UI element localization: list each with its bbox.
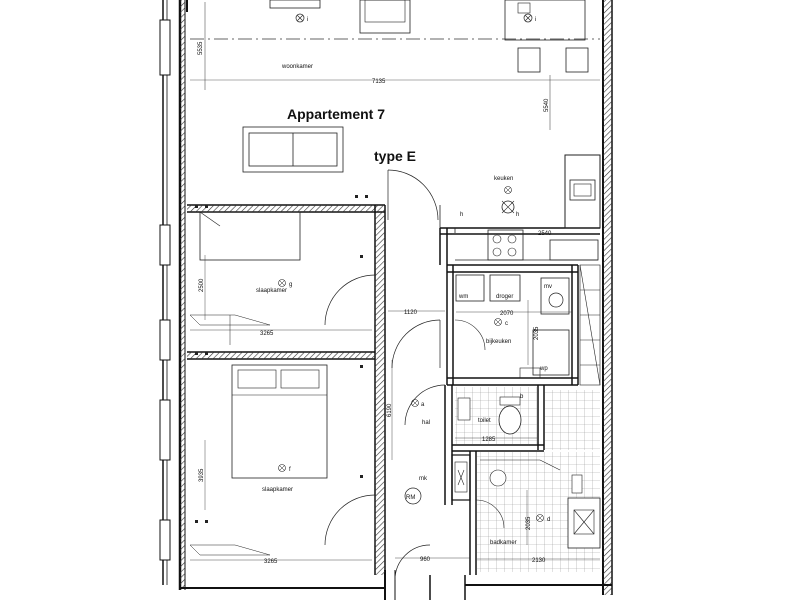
dimension-label: 1285 [482, 437, 496, 443]
fixture-code: a [421, 402, 425, 408]
light-fixture-icon [494, 318, 502, 326]
room-label-slaapkamer: slaapkamer [262, 487, 293, 493]
toilet-icon [498, 405, 522, 435]
dimension-label: 2070 [500, 311, 514, 317]
room-label-slaapkamer: slaapkamer [256, 288, 287, 294]
hal: 1120 6190 a hal RM mk 960 [387, 169, 470, 581]
meterkast [454, 461, 468, 493]
facade-right [186, 0, 613, 595]
mk-label: mk [419, 476, 428, 482]
fixture-code: h [516, 212, 519, 218]
slaapkamer-2: f slaapkamer 3935 3265 [189, 364, 376, 565]
dimension-label: 960 [420, 557, 431, 563]
dimension-label: 5540 [544, 98, 550, 112]
toilet-label: toilet [478, 418, 491, 424]
dimension-label: 2035 [534, 326, 540, 340]
page-title: Appartement 7 [287, 106, 385, 122]
room-label-hal: hal [422, 420, 430, 426]
dimension-label: 2130 [532, 558, 546, 564]
dimension-label: 2540 [538, 231, 552, 237]
dimension-label: 3265 [264, 559, 278, 565]
badkamer: d 2035 badkamer 2130 [475, 390, 601, 572]
fixture-code: c [505, 321, 508, 327]
light-fixture-icon [504, 186, 512, 194]
room-label-bijkeuken: bijkeuken [486, 339, 511, 345]
dimension-label: 2500 [199, 278, 205, 292]
fixture-code: i [535, 17, 536, 23]
wp-label: wp [539, 366, 548, 372]
room-label-keuken: keuken [494, 176, 513, 182]
fixture-code: f [289, 467, 291, 473]
fixture-code: g [289, 282, 292, 288]
wm-label: wm [458, 294, 468, 300]
wall-bottom [180, 570, 612, 600]
fixture-code: i [307, 17, 308, 23]
fixture-code: h [460, 212, 463, 218]
storage-cabinets [579, 264, 601, 386]
light-fixture-icon [295, 13, 305, 23]
washing-machine [455, 274, 485, 302]
facade-left [159, 0, 186, 590]
dimension-label: 3265 [260, 331, 274, 337]
bed [231, 364, 328, 479]
dimension-label: 7135 [372, 79, 386, 85]
hand-basin-icon [457, 397, 471, 421]
woonkamer: i i 5535 5540 7135 woonkamer [190, 0, 600, 173]
bijkeuken: wm droger mv wp c bijkeuken 2070 2035 [454, 274, 572, 379]
pendant-light-icon [501, 200, 515, 214]
room-label-woonkamer: woonkamer [281, 64, 313, 70]
page-subtitle: type E [374, 148, 416, 164]
smoke-detector-icon [404, 487, 422, 505]
dimension-label: 1120 [404, 310, 418, 316]
toilet-room: toilet 1285 b [455, 387, 537, 444]
dimension-label: 5535 [198, 41, 204, 55]
light-fixture-icon [411, 399, 419, 407]
door-swing [387, 169, 439, 221]
sofa [242, 126, 344, 173]
light-fixture-icon [278, 279, 286, 287]
shower-drain-icon [489, 469, 507, 487]
switch-markers [195, 195, 368, 523]
light-fixture-icon [278, 464, 286, 472]
dimension-label: 2035 [526, 516, 532, 530]
slaapkamer-1: g slaapkamer 2500 3265 [189, 211, 376, 345]
light-fixture-icon [523, 13, 533, 23]
sink-icon [569, 179, 596, 201]
dimension-label: 6190 [387, 403, 393, 417]
dimension-label: 3935 [199, 468, 205, 482]
fixture-code: b [520, 394, 524, 400]
ventilation-unit [540, 277, 570, 315]
rm-label: RM [406, 495, 415, 501]
room-label-badkamer: badkamer [490, 540, 517, 546]
fixture-code: d [547, 517, 550, 523]
wardrobe [199, 211, 301, 261]
dryer [489, 274, 521, 302]
heat-pump [532, 329, 570, 376]
droger-label: droger [496, 294, 513, 300]
keuken: keuken h h 2540 [439, 154, 601, 261]
vanity-icon [567, 497, 601, 549]
mv-label: mv [544, 284, 552, 290]
